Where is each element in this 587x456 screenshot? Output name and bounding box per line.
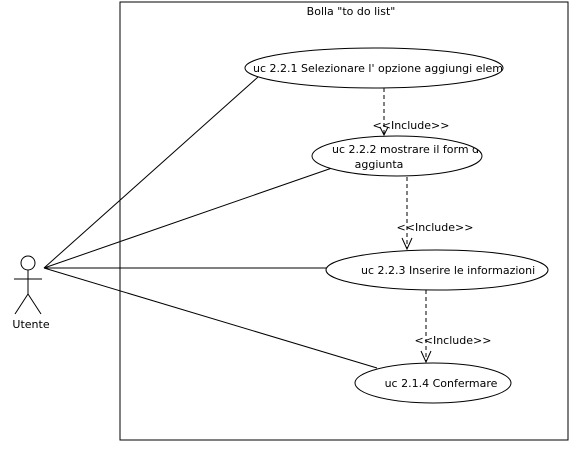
use-case-uc-222[interactable]: uc 2.2.2 mostrare il form di aggiunta xyxy=(311,135,483,177)
use-case-ellipse xyxy=(325,249,549,291)
use-case-uc-214[interactable]: uc 2.1.4 Confermare xyxy=(354,362,512,404)
system-boundary xyxy=(119,1,569,441)
association-uc-221 xyxy=(43,76,259,269)
association-uc-222 xyxy=(43,167,333,269)
system-title: Bolla "to do list" xyxy=(307,5,396,18)
use-case-ellipse xyxy=(354,362,512,404)
use-case-label: uc 2.2.1 Selezionare l' opzione aggiungi… xyxy=(253,62,528,75)
association-uc-214 xyxy=(43,267,378,369)
use-case-ellipse xyxy=(311,135,483,177)
use-case-ellipse xyxy=(244,47,504,89)
use-case-label: uc 2.1.4 Confermare xyxy=(385,377,498,390)
actor-utente[interactable] xyxy=(14,255,42,315)
include-arrowhead-3 xyxy=(420,350,432,364)
actor-head xyxy=(20,255,36,271)
use-case-uc-223[interactable]: uc 2.2.3 Inserire le informazioni xyxy=(325,249,549,291)
include-arrowhead-1 xyxy=(379,126,389,137)
use-case-label: uc 2.2.3 Inserire le informazioni xyxy=(361,264,535,277)
use-case-label-line-1: uc 2.2.2 mostrare il form di xyxy=(332,143,482,156)
actor-right-leg xyxy=(27,293,42,315)
use-case-uc-221[interactable]: uc 2.2.1 Selezionare l' opzione aggiungi… xyxy=(244,47,528,89)
use-case-label-line-2: aggiunta xyxy=(355,158,404,171)
actor-left-leg xyxy=(14,293,29,315)
include-arrowhead-2 xyxy=(401,237,413,251)
include-label-2: <<Include>> xyxy=(397,221,474,234)
include-label-3: <<Include>> xyxy=(415,334,492,347)
actor-name: Utente xyxy=(12,318,49,331)
include-label-1: <<Include>> xyxy=(373,119,450,132)
